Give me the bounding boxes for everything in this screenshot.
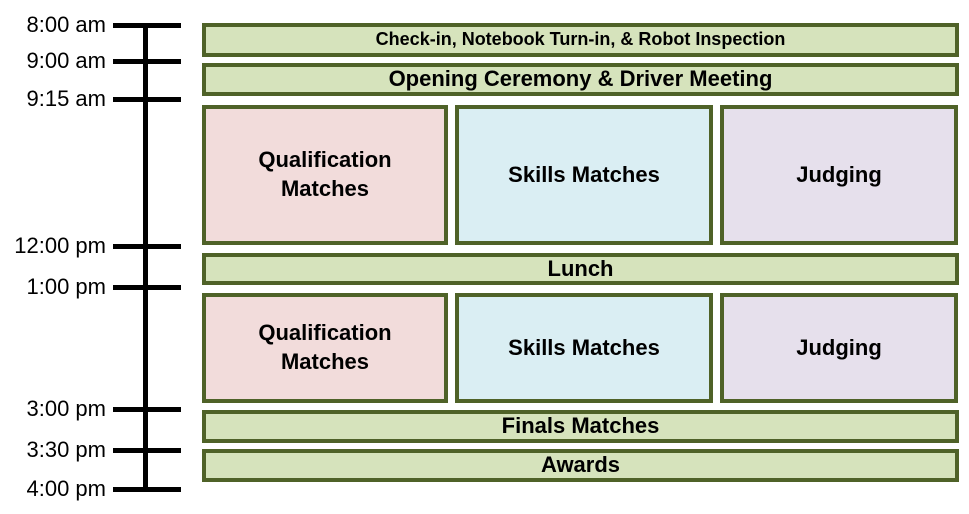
timeline-tick: [113, 97, 181, 102]
event-checkin-bar: Check-in, Notebook Turn-in, & Robot Insp…: [202, 23, 959, 57]
event-finals-matches-bar: Finals Matches: [202, 410, 959, 443]
event-judging-block-afternoon: Judging: [720, 293, 958, 403]
event-qualification-matches-block-afternoon: Qualification Matches: [202, 293, 448, 403]
time-label: 3:30 pm: [26, 437, 107, 462]
event-lunch-bar: Lunch: [202, 253, 959, 285]
time-label: 12:00 pm: [14, 233, 106, 258]
event-opening-ceremony-bar: Opening Ceremony & Driver Meeting: [202, 63, 959, 96]
time-label: 3:00 pm: [26, 396, 107, 421]
timeline-tick: [113, 23, 181, 28]
event-qualification-matches-block-morning: Qualification Matches: [202, 105, 448, 245]
timeline-axis: [143, 24, 148, 490]
time-label: 4:00 pm: [26, 476, 107, 501]
event-skills-matches-block-afternoon: Skills Matches: [455, 293, 713, 403]
event-judging-block-morning: Judging: [720, 105, 958, 245]
timeline-tick: [113, 285, 181, 290]
timeline-tick: [113, 244, 181, 249]
timeline-tick: [113, 448, 181, 453]
event-awards-bar: Awards: [202, 449, 959, 482]
timeline-tick: [113, 487, 181, 492]
event-skills-matches-block-morning: Skills Matches: [455, 105, 713, 245]
time-label: 1:00 pm: [26, 274, 107, 299]
time-label: 9:00 am: [26, 48, 107, 73]
time-label: 8:00 am: [26, 12, 107, 37]
timeline-tick: [113, 407, 181, 412]
timeline-tick: [113, 59, 181, 64]
time-label: 9:15 am: [26, 86, 107, 111]
